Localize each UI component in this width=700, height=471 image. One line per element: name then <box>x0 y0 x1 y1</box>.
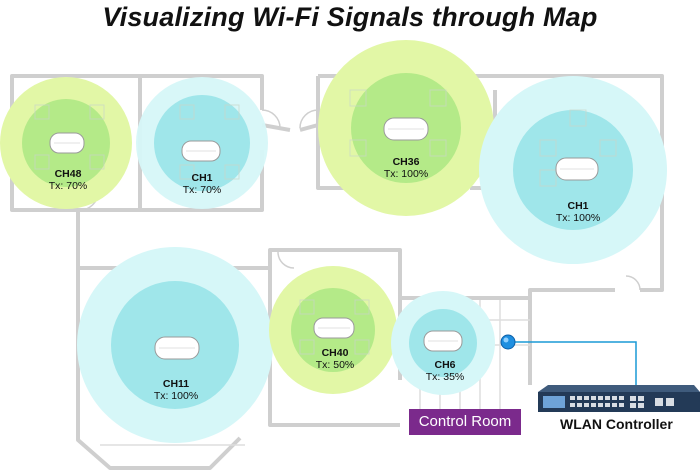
wlan-controller-label: WLAN Controller <box>560 416 673 432</box>
network-link <box>500 334 637 385</box>
link-node-icon <box>500 334 516 350</box>
ap-tx-label: Tx: 100% <box>384 168 428 180</box>
ap-tx-label: Tx: 100% <box>556 212 600 224</box>
access-point-ch1-left[interactable] <box>181 140 221 162</box>
ap-tx-label: Tx: 100% <box>154 390 198 402</box>
ap-channel-label: CH36 <box>393 156 420 168</box>
ap-channel-label: CH6 <box>434 359 455 371</box>
ap-channel-label: CH48 <box>55 168 82 180</box>
ap-tx-label: Tx: 70% <box>183 184 222 196</box>
ap-tx-label: Tx: 35% <box>426 371 465 383</box>
access-point-ch1-right[interactable] <box>555 157 599 181</box>
access-point-ch36[interactable] <box>383 117 429 141</box>
access-point-ch48[interactable] <box>49 132 85 154</box>
control-room-label: Control Room <box>409 409 521 435</box>
access-point-ch11[interactable] <box>154 336 200 360</box>
ap-channel-label: CH1 <box>191 172 212 184</box>
furniture <box>34 89 617 355</box>
ap-tx-label: Tx: 50% <box>316 359 355 371</box>
ap-channel-label: CH40 <box>322 347 349 359</box>
wlan-controller-switch-icon[interactable] <box>538 385 700 412</box>
ap-channel-label: CH1 <box>567 200 588 212</box>
diagram-title: Visualizing Wi-Fi Signals through Map <box>102 2 598 32</box>
access-point-ch40[interactable] <box>313 317 355 339</box>
ap-tx-label: Tx: 70% <box>49 180 88 192</box>
access-point-ch6[interactable] <box>423 330 463 352</box>
ap-channel-label: CH11 <box>163 378 189 390</box>
